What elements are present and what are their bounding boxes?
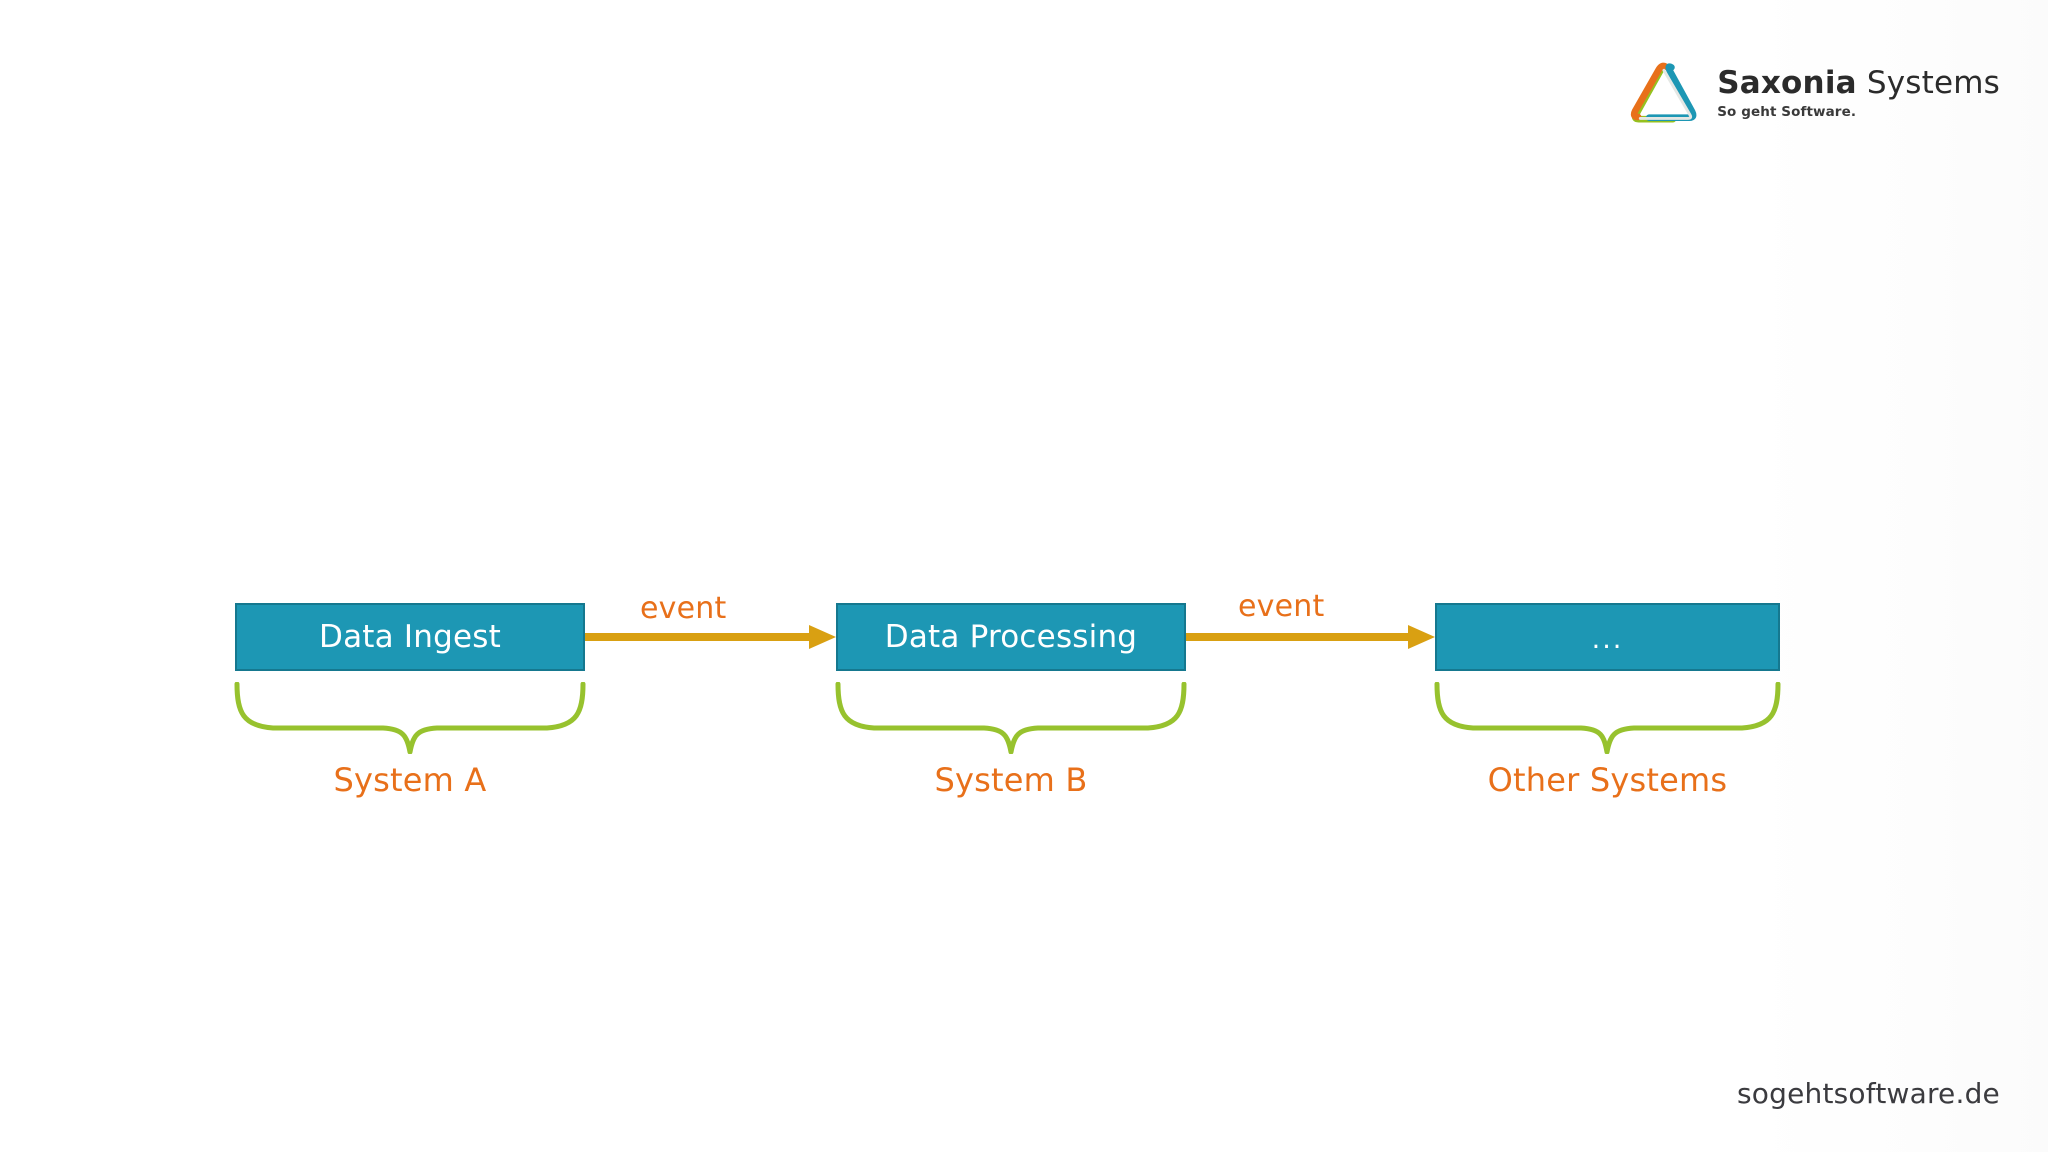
brand-name-bold: Saxonia [1717, 65, 1857, 102]
flow-arrow-ingest-to-processing [585, 624, 836, 650]
group-label-other-systems: Other Systems [1487, 761, 1728, 799]
footer-url: sogehtsoftware.de [1737, 1077, 2000, 1110]
brand-wordmark: Saxonia Systems So geht Software. [1717, 68, 2000, 120]
brand-claim: So geht Software. [1717, 104, 1857, 121]
brand-name-light-word: Systems [1866, 65, 2000, 102]
flow-node-other[interactable]: ... [1435, 603, 1780, 671]
flow-node-label: ... [1591, 623, 1624, 655]
flow-node-data-ingest[interactable]: Data Ingest [235, 603, 585, 671]
background-wash [1750, 0, 2048, 1152]
saxonia-triangle-logo-icon [1627, 58, 1701, 130]
brand-name: Saxonia Systems [1717, 68, 2000, 99]
flow-node-label: Data Processing [884, 619, 1138, 655]
group-label-system-a: System A [333, 761, 487, 799]
group-brace-other-systems [1433, 682, 1782, 754]
brand-logo: Saxonia Systems So geht Software. [1627, 58, 2000, 130]
flow-node-label: Data Ingest [319, 619, 501, 655]
flow-node-data-processing[interactable]: Data Processing [836, 603, 1186, 671]
flow-arrow-label-event-2: event [1238, 589, 1325, 624]
flow-arrow-processing-to-other [1186, 624, 1435, 650]
group-brace-system-b [834, 682, 1188, 754]
group-brace-system-a [233, 682, 587, 754]
flow-arrow-label-event-1: event [640, 591, 727, 626]
group-label-system-b: System B [934, 761, 1088, 799]
